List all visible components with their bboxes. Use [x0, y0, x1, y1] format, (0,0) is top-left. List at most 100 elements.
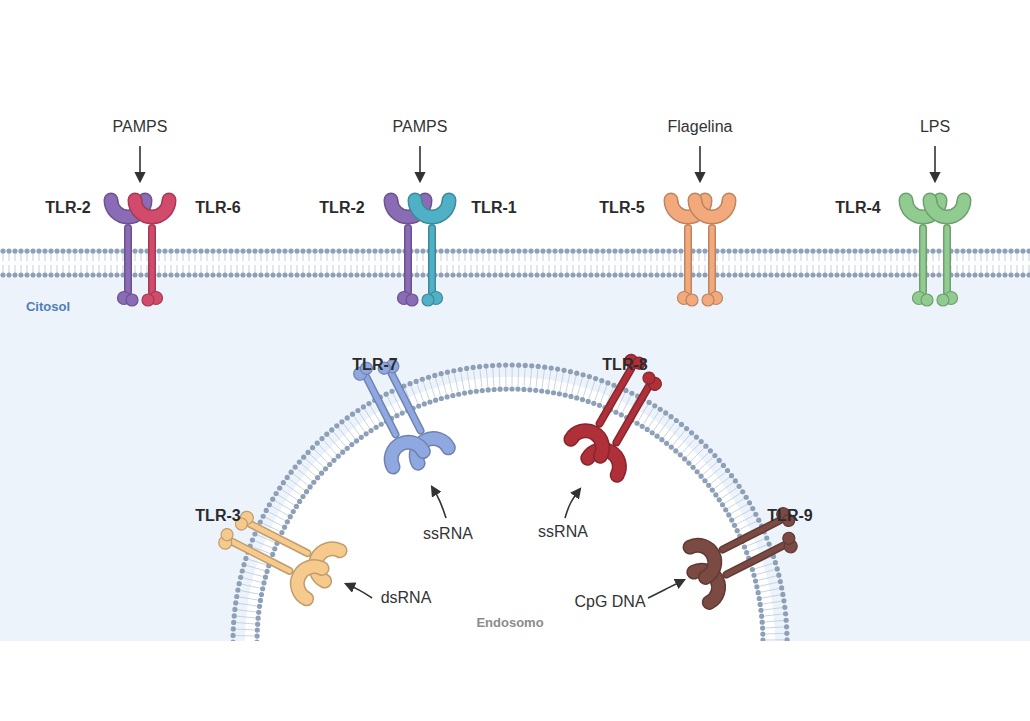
lipid-head — [679, 422, 684, 427]
lipid-head — [725, 468, 730, 473]
lipid-head — [605, 380, 610, 385]
lipid-tail — [731, 504, 747, 513]
lipid-head — [468, 390, 473, 395]
lipid-head — [574, 371, 579, 376]
lipid-head — [329, 427, 334, 432]
ligand-arrows — [140, 146, 935, 598]
lipid-tail — [755, 563, 772, 568]
lipid-head — [695, 469, 700, 474]
lipid-head — [255, 622, 260, 627]
lipid-head — [773, 560, 778, 565]
lipid-head — [664, 441, 669, 446]
lipid-head — [708, 448, 713, 453]
lipid-head — [516, 363, 521, 368]
lipid-head — [445, 370, 450, 375]
lipid-tail — [282, 490, 297, 500]
lipid-head — [647, 400, 652, 405]
lipid-head — [310, 445, 315, 450]
lipid-head — [599, 378, 604, 383]
lipid-tail — [728, 499, 743, 508]
lipid-head — [407, 381, 412, 386]
lipid-head — [784, 618, 789, 623]
lipid-head — [237, 581, 242, 586]
lipid-head — [288, 514, 293, 519]
lipid-tail — [530, 369, 531, 387]
lipid-head — [250, 537, 255, 542]
lipid-tail — [269, 512, 285, 521]
lipid-tail — [388, 397, 396, 413]
lipid-tail — [578, 378, 583, 395]
lipid-head — [611, 383, 616, 388]
lipid-head — [545, 389, 550, 394]
lipid-head — [580, 397, 585, 402]
receptor-label-box: TLR-3 — [192, 504, 243, 527]
lipid-head — [311, 480, 316, 485]
lipid-head — [257, 604, 262, 609]
lipid-tail — [757, 570, 774, 575]
lipid-head — [368, 428, 373, 433]
lipid-head — [782, 605, 787, 610]
lipid-head — [263, 575, 268, 580]
receptor-name: TLR-3 — [195, 506, 240, 525]
ligand-arrow — [419, 146, 421, 181]
lipid-head — [439, 396, 444, 401]
lipid-head — [354, 438, 359, 443]
receptor-name: TLR-6 — [195, 198, 240, 217]
ligand-arrow — [699, 146, 701, 181]
lipid-tail — [241, 591, 259, 594]
lipid-head — [477, 364, 482, 369]
lipid-head — [456, 392, 461, 397]
lipid-tail — [623, 396, 631, 412]
lipid-tail — [572, 376, 576, 393]
lipid-head — [521, 387, 526, 392]
lipid-head — [497, 387, 502, 392]
lipid-head — [539, 388, 544, 393]
lipid-head — [737, 484, 742, 489]
lipid-head — [305, 450, 310, 455]
lipid-head — [427, 399, 432, 404]
lipid-head — [533, 388, 538, 393]
lipid-tail — [765, 621, 783, 622]
lipid-head — [259, 592, 264, 597]
lipid-head — [529, 363, 534, 368]
lipid-tail — [554, 372, 557, 390]
lipid-head — [760, 631, 765, 636]
lipid-head — [551, 390, 556, 395]
lipid-tail — [244, 578, 262, 582]
lipid-head — [422, 401, 427, 406]
lipid-head — [658, 407, 663, 412]
lipid-tail — [536, 369, 538, 387]
receptor-label-box: TLR-4 — [832, 196, 883, 219]
lipid-head — [684, 426, 689, 431]
lipid-head — [536, 364, 541, 369]
lipid-head — [349, 442, 354, 447]
ligand-arrow — [934, 146, 936, 181]
lipid-tail — [275, 501, 290, 510]
lipid-tail — [505, 368, 506, 386]
lipid-head — [458, 367, 463, 372]
receptor-name: TLR-7 — [352, 355, 397, 374]
lipid-head — [650, 430, 655, 435]
lipid-tail — [566, 375, 570, 393]
lipid-head — [281, 480, 286, 485]
lipid-tail — [238, 610, 256, 612]
lipid-tail — [486, 369, 488, 387]
lipid-tail — [436, 378, 441, 395]
lipid-tail — [764, 608, 782, 610]
lipid-head — [315, 440, 320, 445]
lipid-head — [267, 502, 272, 507]
lipid-head — [254, 633, 259, 638]
lipid-head — [781, 598, 786, 603]
lipid-tail — [236, 629, 254, 631]
lipid-head — [568, 394, 573, 399]
receptor-shape — [135, 200, 169, 306]
lipid-tail — [365, 410, 375, 425]
lipid-head — [744, 550, 749, 555]
lipid-head — [282, 525, 287, 530]
lipid-head — [394, 413, 399, 418]
lipid-head — [274, 491, 279, 496]
lipid-tail — [279, 495, 294, 505]
lipid-head — [713, 492, 718, 497]
lipid-head — [492, 387, 497, 392]
